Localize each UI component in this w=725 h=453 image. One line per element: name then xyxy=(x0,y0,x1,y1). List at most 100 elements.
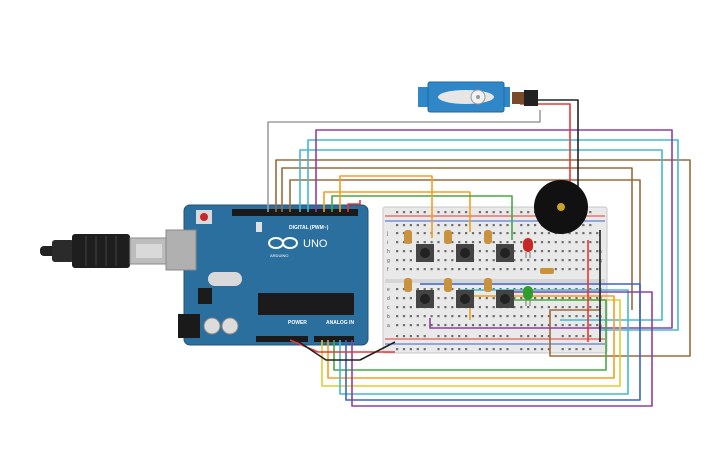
breadboard-hole[interactable] xyxy=(527,268,530,271)
breadboard-hole[interactable] xyxy=(465,335,468,338)
breadboard-hole[interactable] xyxy=(568,259,571,262)
breadboard-hole[interactable] xyxy=(575,241,578,244)
breadboard-hole[interactable] xyxy=(437,315,440,318)
breadboard-hole[interactable] xyxy=(451,306,454,309)
breadboard-hole[interactable] xyxy=(513,268,516,271)
breadboard-hole[interactable] xyxy=(499,315,502,318)
push-button-3[interactable] xyxy=(496,244,514,262)
breadboard-hole[interactable] xyxy=(520,348,523,351)
breadboard-hole[interactable] xyxy=(492,241,495,244)
breadboard-hole[interactable] xyxy=(596,315,599,318)
breadboard-hole[interactable] xyxy=(596,259,599,262)
breadboard-hole[interactable] xyxy=(513,315,516,318)
breadboard-hole[interactable] xyxy=(402,297,406,300)
breadboard-hole[interactable] xyxy=(540,324,544,327)
breadboard-hole[interactable] xyxy=(471,288,475,291)
breadboard-hole[interactable] xyxy=(485,306,488,309)
breadboard-hole[interactable] xyxy=(540,288,544,291)
breadboard-hole[interactable] xyxy=(465,224,468,227)
breadboard-hole[interactable] xyxy=(575,250,578,253)
push-button-5[interactable] xyxy=(456,290,474,308)
breadboard-hole[interactable] xyxy=(416,211,419,214)
breadboard-hole[interactable] xyxy=(465,315,468,318)
breadboard-hole[interactable] xyxy=(547,335,550,338)
breadboard-hole[interactable] xyxy=(444,324,447,327)
breadboard-hole[interactable] xyxy=(575,268,578,271)
breadboard-hole[interactable] xyxy=(444,297,447,300)
breadboard-hole[interactable] xyxy=(589,241,592,244)
breadboard-hole[interactable] xyxy=(402,211,406,214)
breadboard-hole[interactable] xyxy=(409,297,412,300)
breadboard-hole[interactable] xyxy=(568,324,571,327)
breadboard-hole[interactable] xyxy=(554,306,557,309)
resistor-6[interactable] xyxy=(484,278,492,292)
breadboard-hole[interactable] xyxy=(534,315,537,318)
breadboard-hole[interactable] xyxy=(492,288,495,291)
breadboard-hole[interactable] xyxy=(513,324,516,327)
breadboard-hole[interactable] xyxy=(520,306,523,309)
breadboard-hole[interactable] xyxy=(554,241,557,244)
breadboard-hole[interactable] xyxy=(561,250,564,253)
breadboard-hole[interactable] xyxy=(568,335,571,338)
breadboard-hole[interactable] xyxy=(534,224,537,227)
breadboard-hole[interactable] xyxy=(437,348,440,351)
breadboard-hole[interactable] xyxy=(575,297,578,300)
resistor-1[interactable] xyxy=(404,230,412,244)
breadboard-hole[interactable] xyxy=(527,348,530,351)
breadboard-hole[interactable] xyxy=(451,250,454,253)
breadboard-hole[interactable] xyxy=(506,315,509,318)
breadboard-hole[interactable] xyxy=(437,241,440,244)
breadboard-hole[interactable] xyxy=(471,232,475,235)
push-button-2[interactable] xyxy=(456,244,474,262)
breadboard-hole[interactable] xyxy=(396,315,399,318)
breadboard-hole[interactable] xyxy=(499,324,502,327)
breadboard-hole[interactable] xyxy=(561,241,564,244)
breadboard-hole[interactable] xyxy=(534,324,537,327)
breadboard-hole[interactable] xyxy=(561,259,564,262)
breadboard-hole[interactable] xyxy=(589,232,592,235)
breadboard-hole[interactable] xyxy=(582,268,585,271)
breadboard-hole[interactable] xyxy=(589,324,592,327)
resistor-3[interactable] xyxy=(484,230,492,244)
breadboard-hole[interactable] xyxy=(527,259,530,262)
breadboard-hole[interactable] xyxy=(478,288,481,291)
breadboard-hole[interactable] xyxy=(527,315,530,318)
breadboard-hole[interactable] xyxy=(547,241,550,244)
breadboard-hole[interactable] xyxy=(485,211,488,214)
breadboard-hole[interactable] xyxy=(478,259,481,262)
breadboard-hole[interactable] xyxy=(402,250,406,253)
breadboard-hole[interactable] xyxy=(478,224,481,227)
breadboard-hole[interactable] xyxy=(451,241,454,244)
breadboard-hole[interactable] xyxy=(506,268,509,271)
wire-brown-1[interactable] xyxy=(275,159,691,357)
breadboard-hole[interactable] xyxy=(458,224,461,227)
breadboard-hole[interactable] xyxy=(596,306,599,309)
push-button-1[interactable] xyxy=(416,244,434,262)
breadboard-hole[interactable] xyxy=(534,268,537,271)
breadboard-hole[interactable] xyxy=(568,232,571,235)
breadboard-hole[interactable] xyxy=(423,211,426,214)
breadboard-hole[interactable] xyxy=(396,288,399,291)
breadboard-hole[interactable] xyxy=(396,268,399,271)
breadboard-hole[interactable] xyxy=(561,288,564,291)
breadboard-hole[interactable] xyxy=(402,335,406,338)
breadboard-hole[interactable] xyxy=(561,268,564,271)
breadboard-hole[interactable] xyxy=(478,232,481,235)
breadboard-hole[interactable] xyxy=(485,297,488,300)
breadboard-hole[interactable] xyxy=(527,224,530,227)
breadboard-hole[interactable] xyxy=(451,268,454,271)
wire-orange-top[interactable] xyxy=(339,175,433,238)
breadboard-hole[interactable] xyxy=(416,324,419,327)
wire-green-top[interactable] xyxy=(331,195,513,240)
breadboard-hole[interactable] xyxy=(396,348,399,351)
breadboard-hole[interactable] xyxy=(478,250,481,253)
breadboard-hole[interactable] xyxy=(485,224,488,227)
breadboard-hole[interactable] xyxy=(444,268,447,271)
breadboard-hole[interactable] xyxy=(396,211,399,214)
breadboard-hole[interactable] xyxy=(478,211,481,214)
breadboard-hole[interactable] xyxy=(499,335,502,338)
breadboard-hole[interactable] xyxy=(402,288,406,291)
breadboard-hole[interactable] xyxy=(527,335,530,338)
breadboard-hole[interactable] xyxy=(444,335,447,338)
breadboard-hole[interactable] xyxy=(561,306,564,309)
